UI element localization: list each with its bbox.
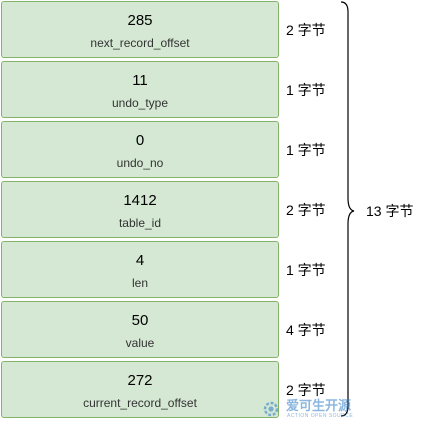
field-row-next-record-offset: 285 next_record_offset 2 字节 bbox=[0, 0, 431, 60]
field-value: 4 bbox=[135, 252, 145, 269]
field-row-value: 50 value 4 字节 bbox=[0, 300, 431, 360]
watermark-logo: 爱可生开源 ACTION OPEN SOURCE bbox=[260, 397, 365, 421]
field-box: 50 value bbox=[1, 301, 279, 358]
field-name: current_record_offset bbox=[83, 396, 197, 410]
field-box: 4 len bbox=[1, 241, 279, 298]
field-name: table_id bbox=[118, 216, 162, 230]
field-name: next_record_offset bbox=[90, 36, 190, 50]
field-row-table-id: 1412 table_id 2 字节 bbox=[0, 180, 431, 240]
gear-icon bbox=[263, 401, 279, 417]
field-row-current-record-offset: 272 current_record_offset 2 字节 bbox=[0, 360, 431, 420]
field-name: undo_type bbox=[111, 96, 169, 110]
field-name: value bbox=[125, 336, 155, 350]
field-size-label: 1 字节 bbox=[286, 142, 326, 158]
field-value: 285 bbox=[127, 12, 153, 29]
field-box: 0 undo_no bbox=[1, 121, 279, 178]
field-name: len bbox=[131, 276, 148, 290]
brace-path bbox=[340, 1, 355, 417]
field-row-undo-type: 11 undo_type 1 字节 bbox=[0, 60, 431, 120]
field-size-label: 4 字节 bbox=[286, 322, 326, 338]
field-value: 50 bbox=[131, 312, 149, 329]
field-row-len: 4 len 1 字节 bbox=[0, 240, 431, 300]
field-name: undo_no bbox=[116, 156, 164, 170]
field-size-label: 1 字节 bbox=[286, 262, 326, 278]
field-value: 0 bbox=[135, 132, 145, 149]
field-box: 285 next_record_offset bbox=[1, 1, 279, 58]
field-box: 11 undo_type bbox=[1, 61, 279, 118]
curly-brace bbox=[340, 1, 355, 417]
field-size-label: 2 字节 bbox=[286, 202, 326, 218]
field-size-label: 1 字节 bbox=[286, 82, 326, 98]
field-size-label: 2 字节 bbox=[286, 382, 326, 398]
watermark-subtext: ACTION OPEN SOURCE bbox=[287, 413, 354, 419]
total-size-label: 13 字节 bbox=[366, 203, 414, 219]
watermark-text: 爱可生开源 bbox=[286, 398, 352, 413]
field-value: 1412 bbox=[123, 192, 157, 209]
field-row-undo-no: 0 undo_no 1 字节 bbox=[0, 120, 431, 180]
field-box: 1412 table_id bbox=[1, 181, 279, 238]
field-size-label: 2 字节 bbox=[286, 22, 326, 38]
field-box: 272 current_record_offset bbox=[1, 361, 279, 418]
field-value: 11 bbox=[132, 72, 148, 89]
field-value: 272 bbox=[127, 372, 153, 389]
